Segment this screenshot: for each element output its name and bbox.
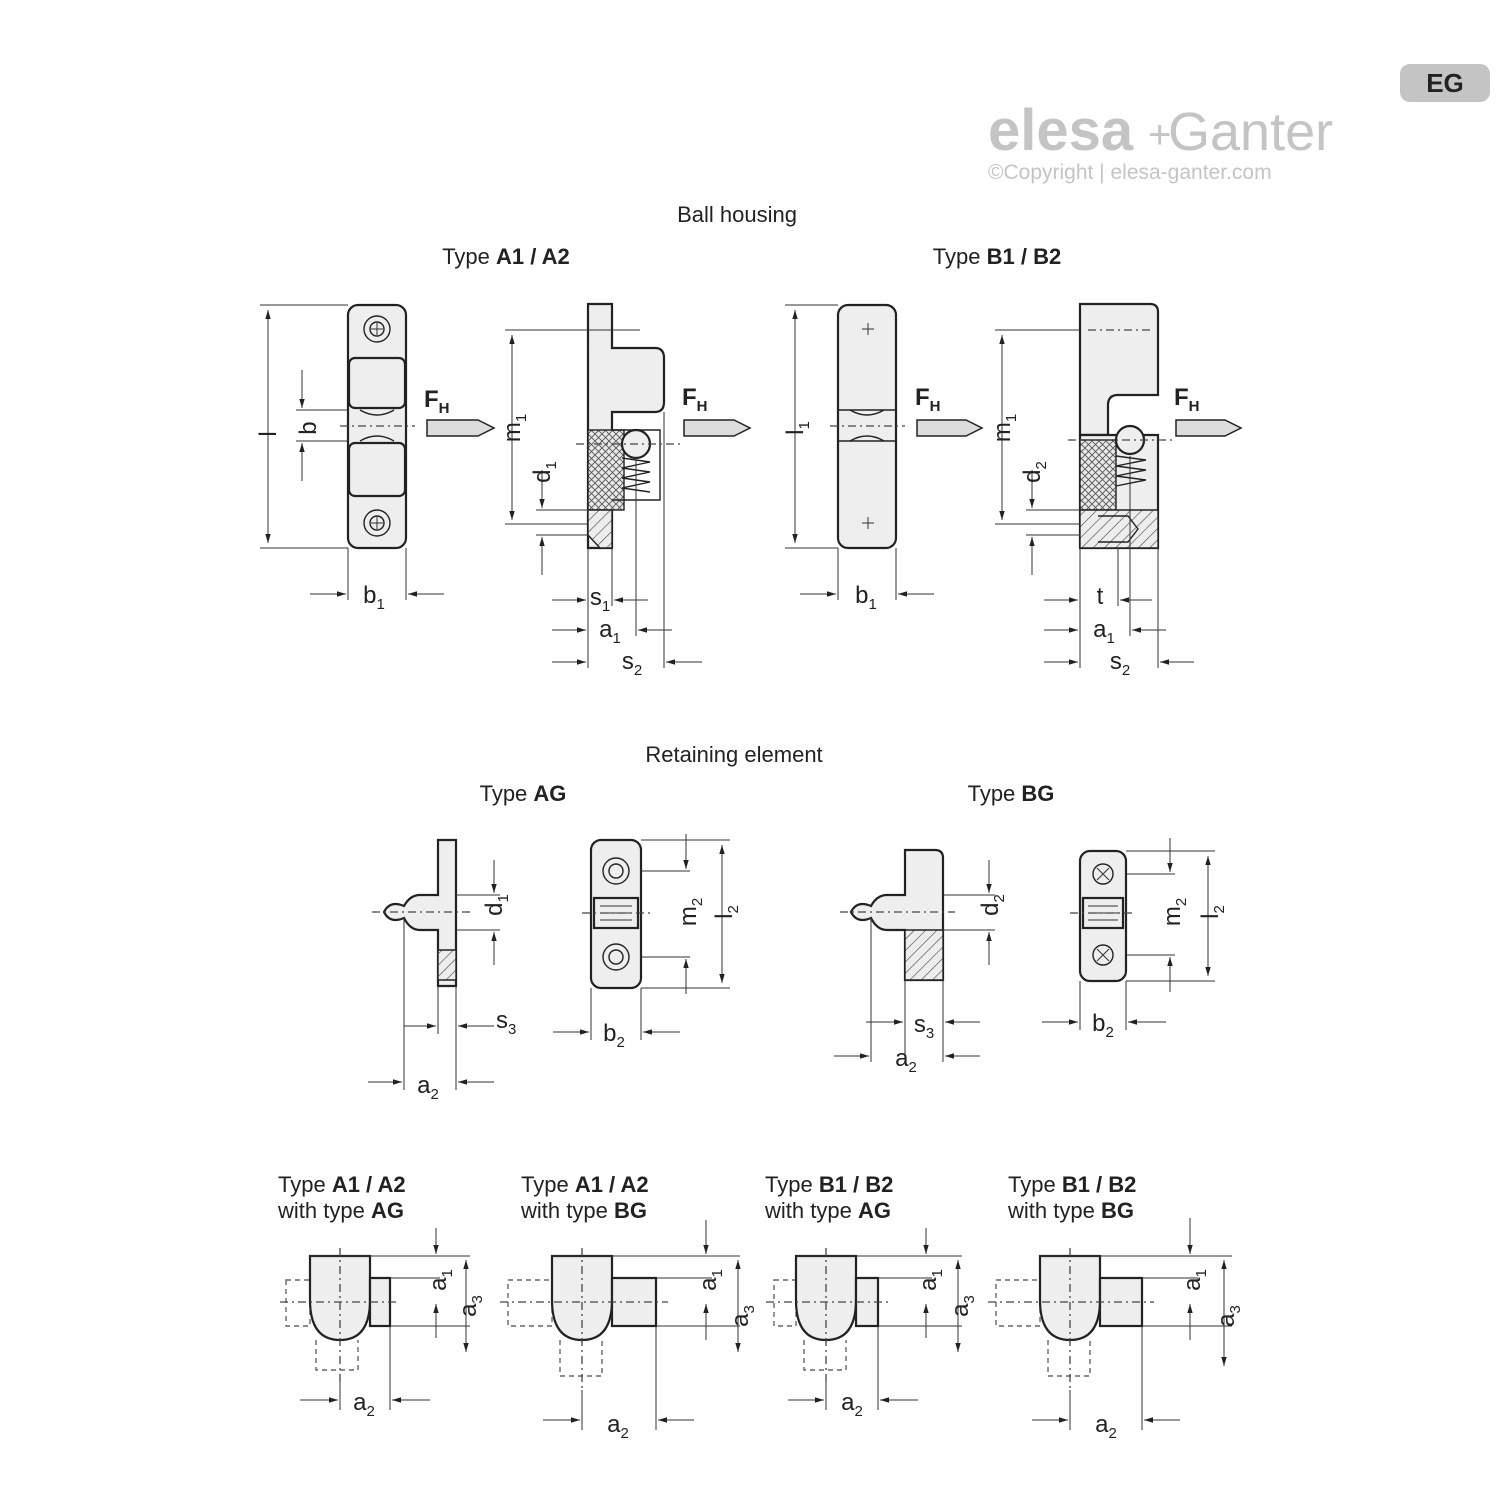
ball-housing-a-side-view: m1 d1 s1 a1 s2 xyxy=(499,302,702,679)
type-label-bg: Type BG xyxy=(968,781,1055,806)
svg-text:b1: b1 xyxy=(855,582,877,613)
svg-text:FH: FH xyxy=(1174,384,1200,415)
combo-4-top-view: a1 a3 a2 xyxy=(988,1218,1244,1442)
svg-text:l1: l1 xyxy=(782,421,813,435)
svg-text:m1: m1 xyxy=(499,414,530,442)
svg-text:a3: a3 xyxy=(455,1295,486,1317)
ball-housing-a-front-view: l b b1 xyxy=(255,303,444,613)
section-title-ball-housing: Ball housing xyxy=(677,202,797,227)
svg-text:Type A1 / A2: Type A1 / A2 xyxy=(521,1172,649,1197)
svg-text:l: l xyxy=(255,431,282,436)
force-arrow-4: FH xyxy=(1174,384,1243,437)
combo-label-4: Type B1 / B2 with type BG xyxy=(1007,1172,1136,1223)
svg-text:a2: a2 xyxy=(607,1411,629,1442)
svg-text:Type A1 / A2: Type A1 / A2 xyxy=(278,1172,406,1197)
combo-label-1: Type A1 / A2 with type AG xyxy=(277,1172,406,1223)
svg-text:with type BG: with type BG xyxy=(1007,1198,1134,1223)
type-label-a1-a2: Type A1 / A2 xyxy=(442,244,570,269)
svg-text:a2: a2 xyxy=(417,1072,439,1103)
svg-text:a2: a2 xyxy=(1095,1411,1117,1442)
svg-text:t: t xyxy=(1097,583,1104,610)
svg-text:with type AG: with type AG xyxy=(277,1198,404,1223)
eg-badge-text: EG xyxy=(1426,68,1464,98)
svg-text:FH: FH xyxy=(424,386,450,417)
svg-text:a3: a3 xyxy=(727,1305,758,1327)
copyright-text: ©Copyright | elesa-ganter.com xyxy=(988,161,1272,184)
svg-text:a2: a2 xyxy=(841,1389,863,1420)
svg-text:l2: l2 xyxy=(1197,905,1228,919)
brand-logo: elesa + Ganter ©Copyright | elesa-ganter… xyxy=(988,64,1490,184)
retaining-element-ag-side-view: d1 s3 a2 xyxy=(368,838,516,1103)
ball-housing-b-side-view: m1 d2 t a1 s2 xyxy=(989,302,1194,679)
svg-text:s1: s1 xyxy=(590,584,610,615)
svg-text:a2: a2 xyxy=(895,1045,917,1076)
svg-text:a3: a3 xyxy=(1213,1305,1244,1327)
svg-text:a1: a1 xyxy=(1179,1269,1210,1291)
brand-name-right: Ganter xyxy=(1168,102,1333,162)
retaining-element-bg-side-view: d2 s3 a2 xyxy=(834,848,1008,1076)
combo-1-top-view: a1 a3 a2 xyxy=(280,1228,486,1420)
brand-plus: + xyxy=(1148,113,1171,157)
svg-text:with type AG: with type AG xyxy=(764,1198,891,1223)
svg-text:m2: m2 xyxy=(1159,898,1190,926)
svg-text:b2: b2 xyxy=(1092,1010,1114,1041)
svg-text:Type B1 / B2: Type B1 / B2 xyxy=(1008,1172,1136,1197)
brand-name-left: elesa xyxy=(988,98,1134,163)
svg-text:b1: b1 xyxy=(363,582,385,613)
svg-text:a3: a3 xyxy=(947,1295,978,1317)
svg-text:FH: FH xyxy=(682,384,708,415)
svg-text:s3: s3 xyxy=(914,1011,934,1042)
svg-text:d1: d1 xyxy=(481,894,512,916)
svg-text:d1: d1 xyxy=(529,461,560,483)
svg-text:a1: a1 xyxy=(1093,616,1115,647)
svg-text:d2: d2 xyxy=(977,894,1008,916)
svg-text:b: b xyxy=(295,421,322,434)
eg-badge xyxy=(1400,64,1490,102)
force-arrow-2: FH xyxy=(682,384,752,437)
svg-text:m1: m1 xyxy=(989,414,1020,442)
section-title-retaining-element: Retaining element xyxy=(645,742,822,767)
svg-text:m2: m2 xyxy=(675,898,706,926)
svg-text:s2: s2 xyxy=(622,648,642,679)
svg-text:d2: d2 xyxy=(1019,461,1050,483)
type-label-b1-b2: Type B1 / B2 xyxy=(933,244,1061,269)
svg-text:a1: a1 xyxy=(695,1269,726,1291)
svg-text:Type B1 / B2: Type B1 / B2 xyxy=(765,1172,893,1197)
force-arrow-1: FH xyxy=(424,386,496,437)
retaining-element-bg-front-view: m2 l2 b2 xyxy=(1042,838,1228,1041)
svg-text:s3: s3 xyxy=(496,1007,516,1038)
type-label-ag: Type AG xyxy=(480,781,567,806)
combo-3-top-view: a1 a3 a2 xyxy=(766,1228,978,1420)
svg-text:a1: a1 xyxy=(599,616,621,647)
svg-text:l2: l2 xyxy=(711,905,742,919)
svg-text:a2: a2 xyxy=(353,1389,375,1420)
svg-text:s2: s2 xyxy=(1110,648,1130,679)
svg-text:b2: b2 xyxy=(603,1020,625,1051)
svg-text:a1: a1 xyxy=(425,1269,456,1291)
force-arrow-3: FH xyxy=(915,384,984,437)
combo-label-2: Type A1 / A2 with type BG xyxy=(520,1172,649,1223)
combo-2-top-view: a1 a3 a2 xyxy=(500,1220,758,1442)
svg-text:with type BG: with type BG xyxy=(520,1198,647,1223)
retaining-element-ag-front-view: m2 l2 b2 xyxy=(553,834,742,1051)
svg-text:FH: FH xyxy=(915,384,941,415)
combo-label-3: Type B1 / B2 with type AG xyxy=(764,1172,893,1223)
ball-housing-b-front-view: l1 b1 xyxy=(782,303,934,613)
svg-text:a1: a1 xyxy=(915,1269,946,1291)
